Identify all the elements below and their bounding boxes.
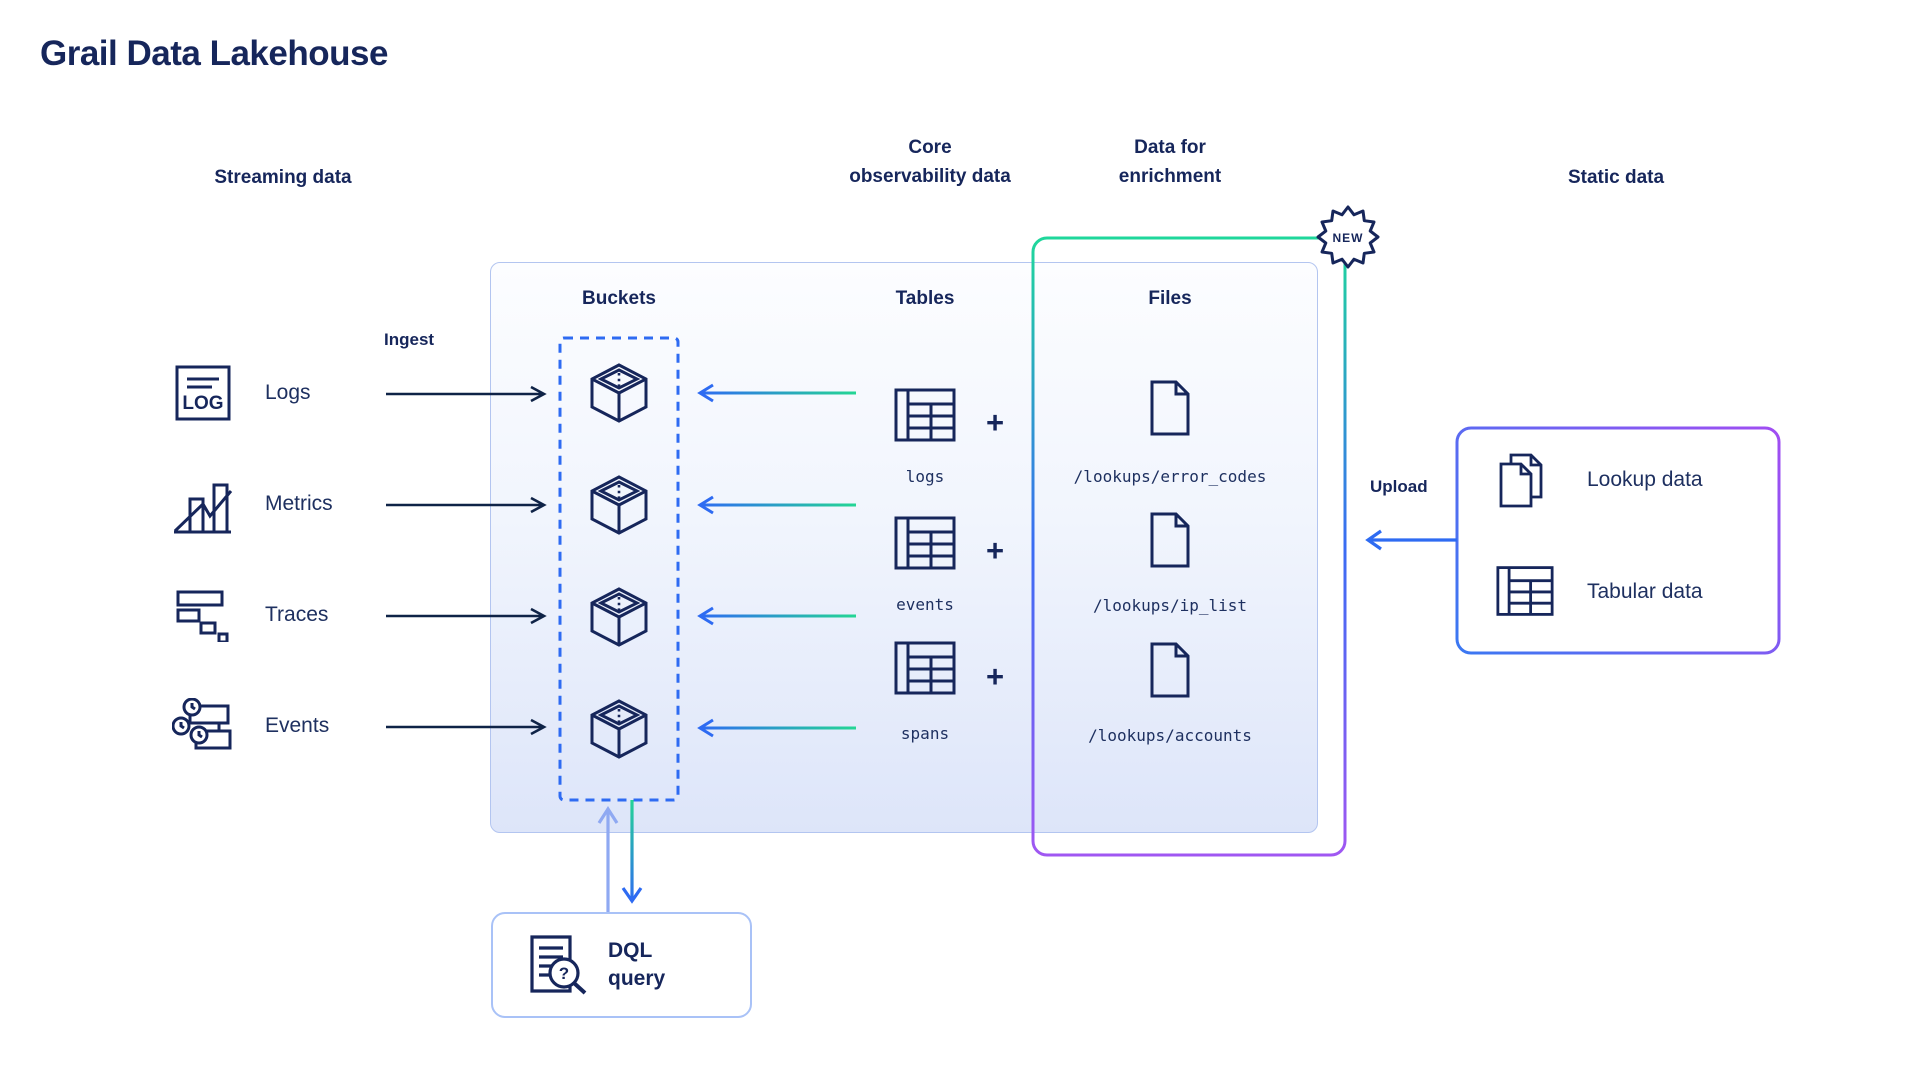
file-icon [1147, 511, 1193, 569]
plus-sign: + [985, 659, 1005, 694]
new-badge-seal [1316, 205, 1380, 269]
files-title: Files [1148, 288, 1192, 309]
dql-query-box [491, 912, 752, 1018]
logs-icon: LOG [174, 364, 232, 422]
static-item-tabular-data: Tabular data [1587, 580, 1703, 603]
source-label-metrics: Metrics [265, 492, 333, 515]
buckets-title: Buckets [582, 288, 656, 309]
bucket-cube-icon [588, 586, 650, 648]
ingest-label: Ingest [384, 330, 435, 349]
events-icon [172, 698, 234, 756]
upload-label: Upload [1370, 477, 1428, 496]
new-badge: NEW [1316, 205, 1380, 269]
new-badge-label: NEW [1333, 231, 1364, 245]
table-icon [894, 388, 956, 442]
source-label-events: Events [265, 714, 330, 737]
static-item-lookup-data: Lookup data [1587, 468, 1703, 491]
header-streaming-data: Streaming data [214, 167, 352, 188]
plus-sign: + [985, 405, 1005, 440]
source-label-logs: Logs [265, 381, 311, 404]
plus-sign: + [985, 533, 1005, 568]
table-icon [894, 641, 956, 695]
upload-arrow [1365, 529, 1457, 551]
header-data-for-enrichment: Data for enrichment [1118, 137, 1222, 187]
dql-query-label: DQL query [608, 939, 666, 990]
traces-icon [176, 590, 232, 642]
file-label-accounts: /lookups/accounts [1088, 726, 1252, 745]
dql-icon-question-mark: ? [559, 964, 569, 983]
tables-title: Tables [895, 288, 955, 309]
table-icon [894, 516, 956, 570]
page-title: Grail Data Lakehouse [40, 34, 388, 73]
table-label-events: events [896, 595, 954, 614]
table-label-logs: logs [905, 467, 945, 486]
file-label-error-codes: /lookups/error_codes [1073, 467, 1267, 486]
header-core-observability-data: Core observability data [849, 137, 1011, 187]
file-icon [1147, 379, 1193, 437]
metrics-icon [172, 474, 234, 536]
tabular-data-icon [1496, 564, 1554, 618]
log-icon-text: LOG [182, 393, 223, 414]
table-label-spans: spans [900, 724, 950, 743]
dql-magnifier-document-icon: ? [528, 934, 590, 996]
file-icon [1147, 641, 1193, 699]
file-label-ip-list: /lookups/ip_list [1092, 596, 1248, 615]
bucket-cube-icon [588, 474, 650, 536]
header-static-data: Static data [1567, 167, 1665, 188]
bucket-cube-icon [588, 698, 650, 760]
bucket-cube-icon [588, 362, 650, 424]
source-label-traces: Traces [265, 603, 329, 626]
lookup-documents-icon [1494, 452, 1552, 512]
